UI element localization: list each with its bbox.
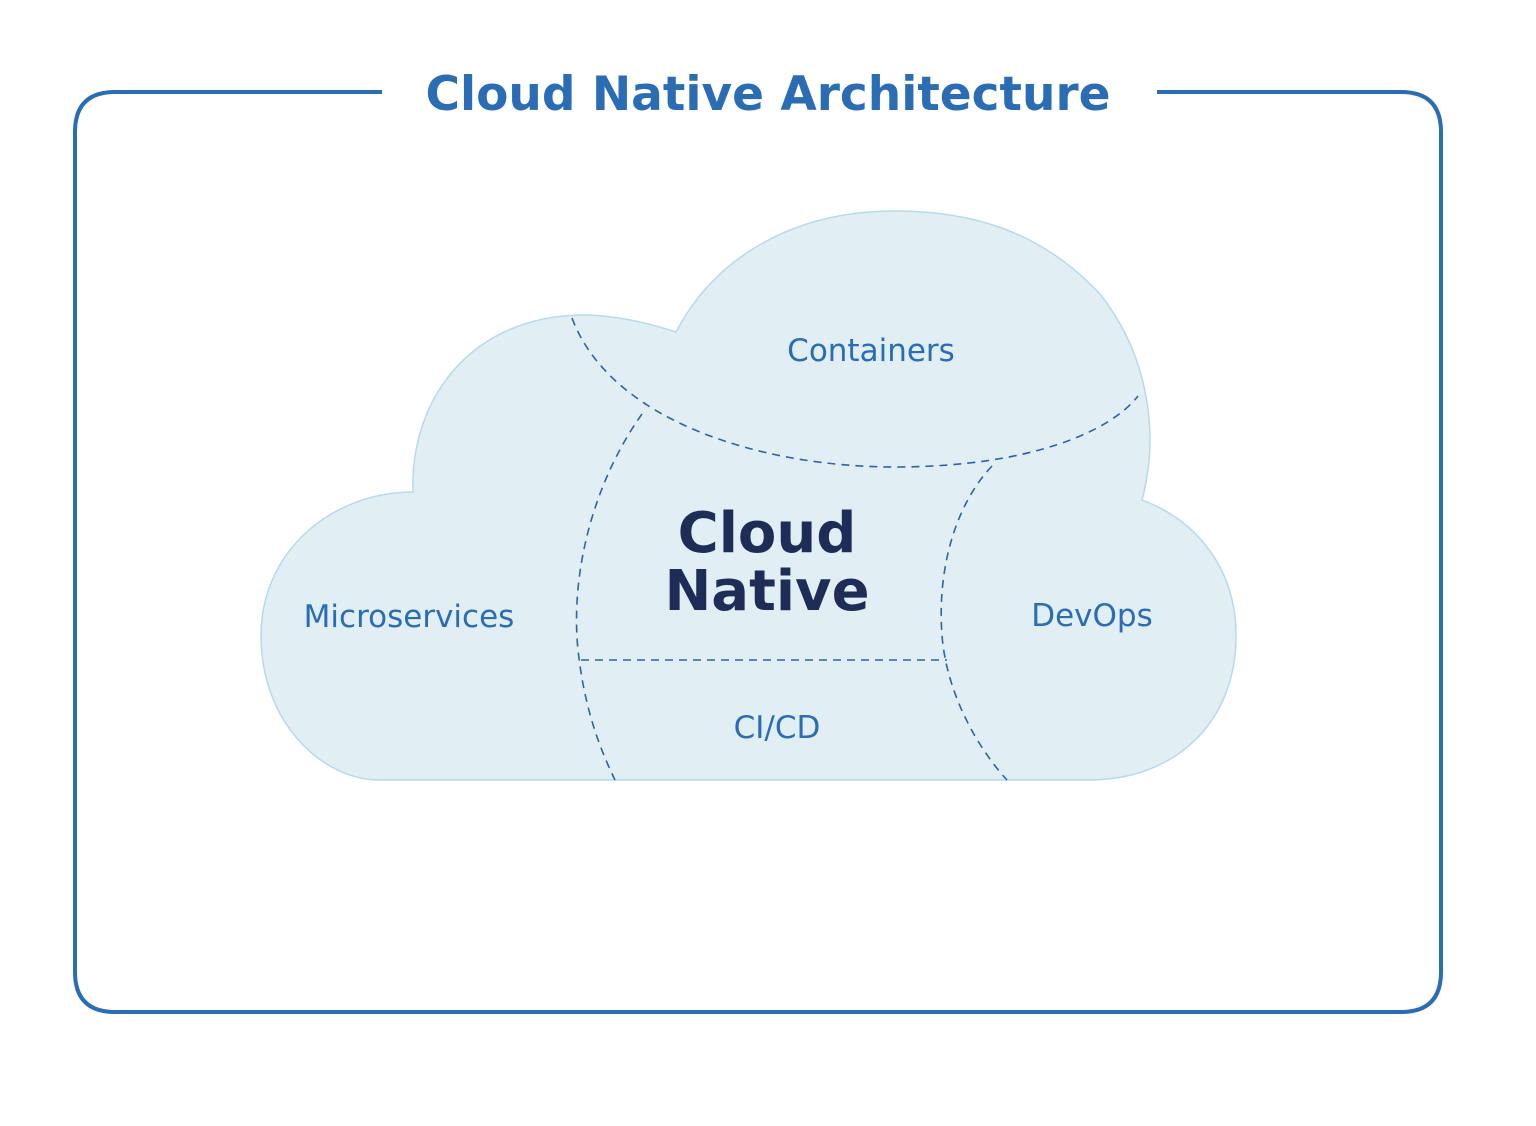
diagram-title: Cloud Native Architecture (425, 67, 1110, 122)
right-core-boundary (940, 465, 1008, 781)
center-label-line-1: Cloud (678, 501, 857, 566)
diagram-frame (73, 90, 1443, 1014)
center-label-line-2: Native (664, 559, 869, 624)
cloud-shape (260, 210, 1237, 781)
cicd-label: CI/CD (734, 710, 821, 746)
containers-label: Containers (787, 333, 955, 369)
microservices-label: Microservices (304, 599, 515, 635)
left-core-boundary (575, 413, 643, 781)
containers-region-boundary (571, 317, 1139, 468)
devops-label: DevOps (1031, 598, 1153, 634)
